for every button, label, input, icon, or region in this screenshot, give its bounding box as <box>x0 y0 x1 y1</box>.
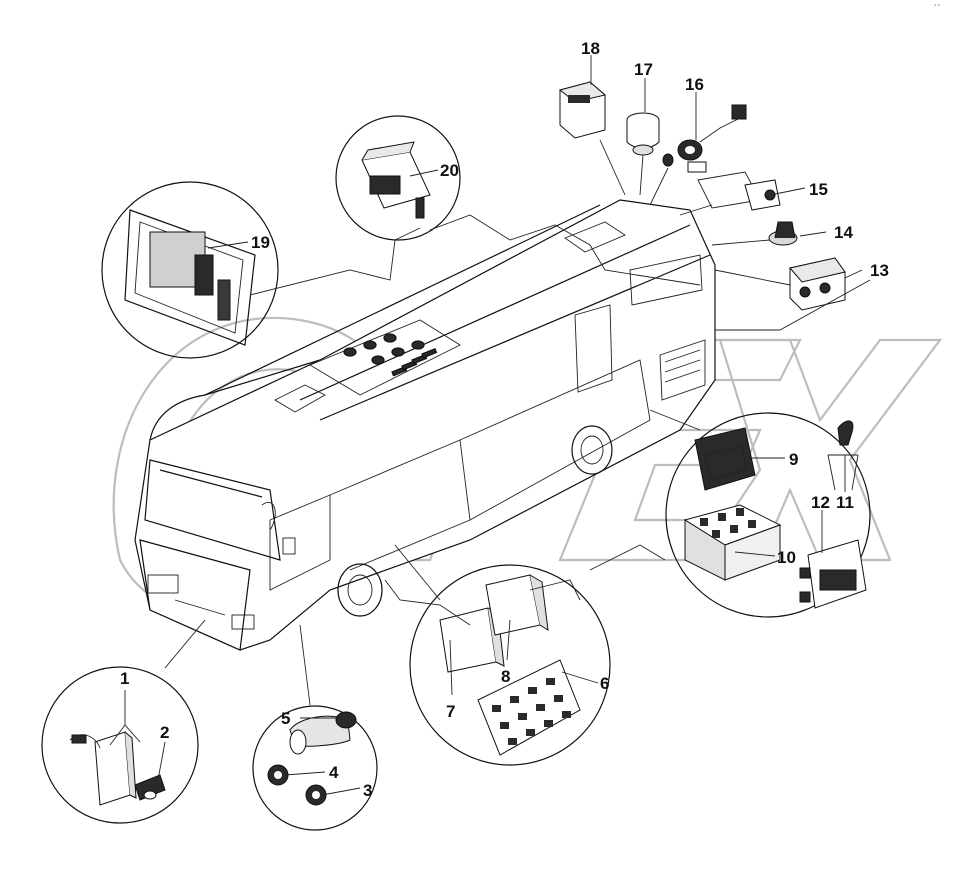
callout-20: 20 <box>440 161 459 180</box>
callout-8: 8 <box>501 667 510 686</box>
roof-vents <box>343 333 438 377</box>
part-13 <box>789 257 846 311</box>
callout-10: 10 <box>777 548 796 567</box>
corner-mark: ´´ <box>934 3 941 15</box>
detail-circle-6-8 <box>409 564 611 766</box>
callout-pointers <box>109 55 863 796</box>
leader-lines <box>164 139 871 706</box>
callout-12: 12 <box>811 493 830 512</box>
detail-circle-3-5 <box>252 705 378 831</box>
callout-19: 19 <box>251 233 270 252</box>
callout-4: 4 <box>329 763 339 782</box>
callout-15: 15 <box>809 180 828 199</box>
callout-16: 16 <box>685 75 704 94</box>
callout-5: 5 <box>281 709 290 728</box>
bus-body <box>134 199 716 651</box>
detail-circle-19 <box>101 181 279 359</box>
callout-2: 2 <box>160 723 169 742</box>
detail-circle-20 <box>335 115 461 241</box>
callout-9: 9 <box>789 450 798 469</box>
callout-labels: 1 2 3 4 5 6 7 8 9 10 11 12 13 14 15 16 1… <box>120 39 889 800</box>
part-16 <box>662 104 747 173</box>
callout-13: 13 <box>870 261 889 280</box>
callout-1: 1 <box>120 669 129 688</box>
callout-18: 18 <box>581 39 600 58</box>
callout-7: 7 <box>446 702 455 721</box>
callout-17: 17 <box>634 60 653 79</box>
part-15 <box>697 171 781 211</box>
callout-6: 6 <box>600 674 609 693</box>
part-17 <box>626 112 660 156</box>
part-14 <box>768 221 798 246</box>
callout-11: 11 <box>836 493 854 512</box>
detail-circle-9-12 <box>665 412 871 618</box>
callout-3: 3 <box>363 781 372 800</box>
part-18 <box>558 81 607 139</box>
detail-circle-1-2 <box>41 666 199 824</box>
callout-14: 14 <box>834 223 853 242</box>
